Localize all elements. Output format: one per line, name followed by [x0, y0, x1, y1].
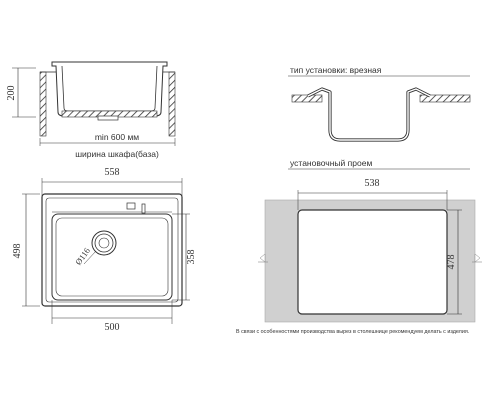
tap-hole: [126, 202, 136, 210]
drain: [83, 230, 117, 265]
outer-height-dim: 498: [12, 244, 23, 259]
inner-width-dim: 500: [105, 322, 120, 333]
cabinet-wall-right: [168, 71, 176, 137]
cutout-label: установочный проем: [290, 158, 372, 168]
sink-section-profile: [307, 87, 431, 142]
cutout-note: В связи с особенностями производства выр…: [236, 329, 469, 335]
installation-type: тип установки: врезная: [288, 65, 471, 142]
inner-height-dim: 358: [186, 250, 197, 265]
overflow: [141, 203, 146, 214]
outer-width-dim: 558: [105, 167, 120, 178]
cutout-width-dim: 538: [365, 178, 380, 189]
cabinet-width-label: ширина шкафа(база): [75, 149, 159, 159]
sink-rim-inner: [45, 197, 179, 303]
side-height-dim: 200: [6, 86, 17, 101]
sink-bowl-profile: [51, 61, 168, 117]
top-view: 558 498 Ø116 358 500: [12, 167, 197, 333]
installation-type-label: тип установки: врезная: [290, 65, 382, 75]
cutout-opening: [297, 209, 448, 315]
cutout-height-dim: 478: [446, 255, 457, 270]
side-view: 200 min 600 мм ширина шкафа(база): [6, 61, 176, 159]
cutout-section: установочный проем 538 478 В связи с осо…: [236, 158, 482, 335]
sink-bowl-outline: [51, 213, 173, 301]
countertop-left: [291, 94, 323, 103]
cabinet-min-label: min 600 мм: [95, 132, 139, 142]
countertop-right: [419, 94, 471, 103]
cabinet-wall-left: [39, 71, 47, 137]
sink-bowl-inner-outline: [55, 217, 169, 297]
